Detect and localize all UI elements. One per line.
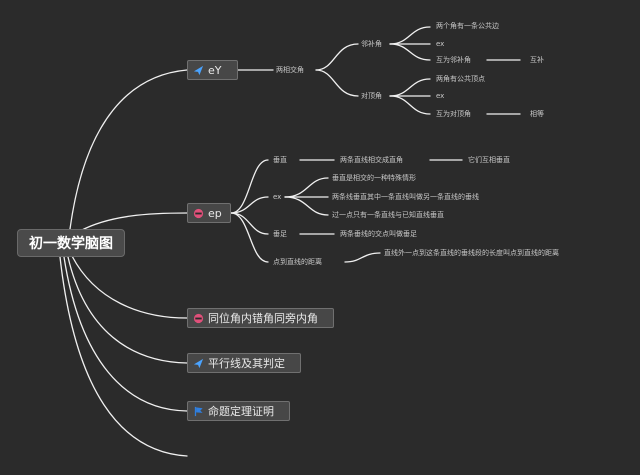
branch-angles[interactable]: 同位角内错角同旁内角 — [187, 308, 334, 328]
eY-item-label: ex — [436, 92, 445, 100]
eY-item-label: 互为对顶角 — [436, 110, 471, 118]
ep-ex-label: 过一点只有一条直线与已知直线垂直 — [332, 211, 444, 219]
link-root-proposition — [63, 256, 188, 412]
ep-ex-label: 垂直是相交的一种特殊情形 — [332, 174, 416, 182]
flag-icon — [194, 406, 203, 416]
link-l2a-i1 — [389, 26, 431, 45]
link-ep-i4 — [230, 212, 269, 263]
link-root-angles — [71, 255, 188, 319]
branch-label: 同位角内错角同旁内角 — [208, 312, 318, 325]
link-dist — [344, 252, 381, 263]
eY-tail-label: 相等 — [530, 110, 544, 118]
branch-parallel[interactable]: 平行线及其判定 — [187, 353, 301, 373]
eY-item-label: 两角有公共顶点 — [436, 75, 485, 83]
link-l2a-i3 — [389, 43, 431, 61]
link-ep-i2 — [230, 196, 269, 214]
branch-ep[interactable]: ep — [187, 203, 231, 223]
branch-label: 命题定理证明 — [208, 405, 274, 418]
eY-item-label: 互为邻补角 — [436, 56, 471, 64]
branch-label: 平行线及其判定 — [208, 357, 285, 370]
root-node[interactable]: 初一数学脑图 — [17, 229, 125, 257]
branch-label: ep — [208, 206, 222, 220]
link-ex-1 — [284, 177, 329, 198]
eY-item-label: 两个角有一条公共边 — [436, 22, 499, 30]
link-root-parallel — [67, 256, 188, 364]
eY-adjacent-label: 邻补角 — [361, 40, 382, 48]
link-l1-l2a — [315, 43, 359, 71]
link-ep-i3 — [230, 212, 269, 235]
branch-proposition[interactable]: 命题定理证明 — [187, 401, 290, 421]
eY-item-label: ex — [436, 40, 445, 48]
cancel-icon — [193, 208, 204, 218]
branch-eY[interactable]: eY — [187, 60, 238, 80]
ep-dist-label: 直线外一点到这条直线的垂线段的长度叫点到直线的距离 — [384, 249, 559, 257]
link-root-extra — [59, 256, 188, 457]
ep-item-label: ex — [273, 193, 282, 201]
eY-level1-label: 两相交角 — [276, 66, 304, 74]
eY-tail-label: 互补 — [530, 56, 544, 64]
link-root-eY — [69, 69, 188, 230]
eY-vertical-label: 对顶角 — [361, 92, 382, 100]
link-ex-3 — [284, 196, 329, 216]
branch-label: eY — [208, 63, 222, 77]
cancel-icon — [193, 313, 204, 323]
ep-item-label: 垂直 — [273, 156, 287, 164]
link-l2b-i6 — [389, 95, 431, 115]
plane-icon — [193, 65, 204, 75]
ep-foot-label: 两条垂线的交点叫做垂足 — [340, 230, 417, 238]
plane-icon — [193, 358, 204, 368]
link-ep-i1 — [230, 159, 269, 214]
link-l1-l2b — [315, 69, 359, 97]
ep-item-label: 垂足 — [273, 230, 287, 238]
link-l2b-i4 — [389, 78, 431, 97]
ep-perp-label: 它们互相垂直 — [468, 156, 510, 164]
link-root-ep — [79, 212, 188, 232]
ep-perp-label: 两条直线相交成直角 — [340, 156, 403, 164]
ep-item-label: 点到直线的距离 — [273, 258, 322, 266]
ep-ex-label: 两条线垂直其中一条直线叫做另一条直线的垂线 — [332, 193, 479, 201]
